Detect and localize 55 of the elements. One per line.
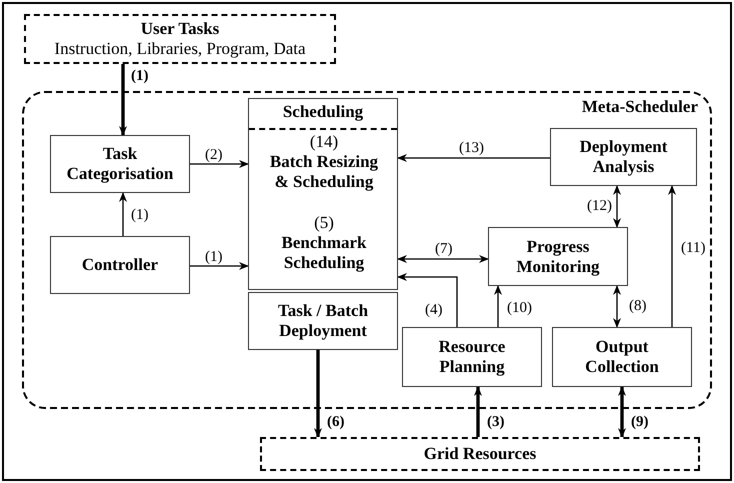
edge-label: (11) bbox=[680, 240, 706, 256]
edge-label: (3) bbox=[486, 414, 506, 430]
process-box bbox=[552, 327, 692, 387]
edge-label: (1) bbox=[204, 249, 224, 265]
arrow bbox=[668, 185, 676, 327]
edge-label: (10) bbox=[506, 300, 533, 316]
section-heading: Scheduling bbox=[282, 102, 364, 122]
edge-label: (2) bbox=[204, 147, 224, 163]
arrow bbox=[494, 285, 502, 327]
node-label: Benchmark Scheduling bbox=[280, 233, 368, 273]
edge-label: (4) bbox=[424, 302, 444, 318]
node-label: User Tasks bbox=[140, 19, 220, 39]
edge-label: (12) bbox=[586, 198, 613, 214]
arrow bbox=[190, 262, 249, 270]
arrow bbox=[397, 154, 550, 162]
edge-label: (9) bbox=[630, 414, 650, 430]
process-box bbox=[50, 135, 190, 193]
node-label: Task Categorisation bbox=[66, 144, 174, 184]
node-label: Resource Planning bbox=[438, 337, 506, 377]
process-box bbox=[248, 98, 398, 290]
edge-label: (6) bbox=[326, 414, 346, 430]
process-box bbox=[50, 236, 190, 294]
arrow bbox=[397, 273, 458, 327]
node-label: Output Collection bbox=[584, 337, 660, 377]
node-label: Deployment Analysis bbox=[578, 137, 668, 177]
process-box bbox=[402, 327, 542, 387]
node-label: Controller bbox=[82, 255, 158, 275]
arrow bbox=[314, 350, 322, 438]
container-title: Meta-Scheduler bbox=[582, 97, 698, 117]
edge-label: (7) bbox=[434, 241, 454, 257]
edge-label: (8) bbox=[628, 298, 648, 314]
arrow bbox=[397, 255, 489, 263]
arrow bbox=[613, 285, 621, 328]
arrow bbox=[613, 185, 621, 228]
arrow bbox=[474, 386, 482, 437]
node-label: Progress Monitoring bbox=[515, 236, 601, 276]
arrow bbox=[190, 160, 249, 168]
process-box bbox=[550, 128, 697, 186]
node-label: Batch Resizing & Scheduling bbox=[268, 152, 380, 192]
arrow bbox=[119, 64, 127, 136]
edge-label: (1) bbox=[130, 68, 150, 84]
arrow bbox=[618, 386, 626, 438]
step-number: (5) bbox=[314, 213, 334, 233]
edge-label: (1) bbox=[130, 207, 150, 223]
node-label: Grid Resources bbox=[424, 444, 536, 464]
dashed-box bbox=[24, 14, 336, 64]
edge-label: (13) bbox=[458, 140, 485, 156]
process-box bbox=[488, 227, 628, 286]
node-sublabel: Instruction, Libraries, Program, Data bbox=[54, 39, 306, 59]
step-number: (14) bbox=[310, 132, 338, 152]
process-box bbox=[248, 292, 398, 350]
dashed-container bbox=[22, 91, 712, 409]
dashed-box bbox=[260, 437, 700, 471]
arrow bbox=[119, 192, 127, 236]
node-label: Task / Batch Deployment bbox=[276, 301, 370, 341]
